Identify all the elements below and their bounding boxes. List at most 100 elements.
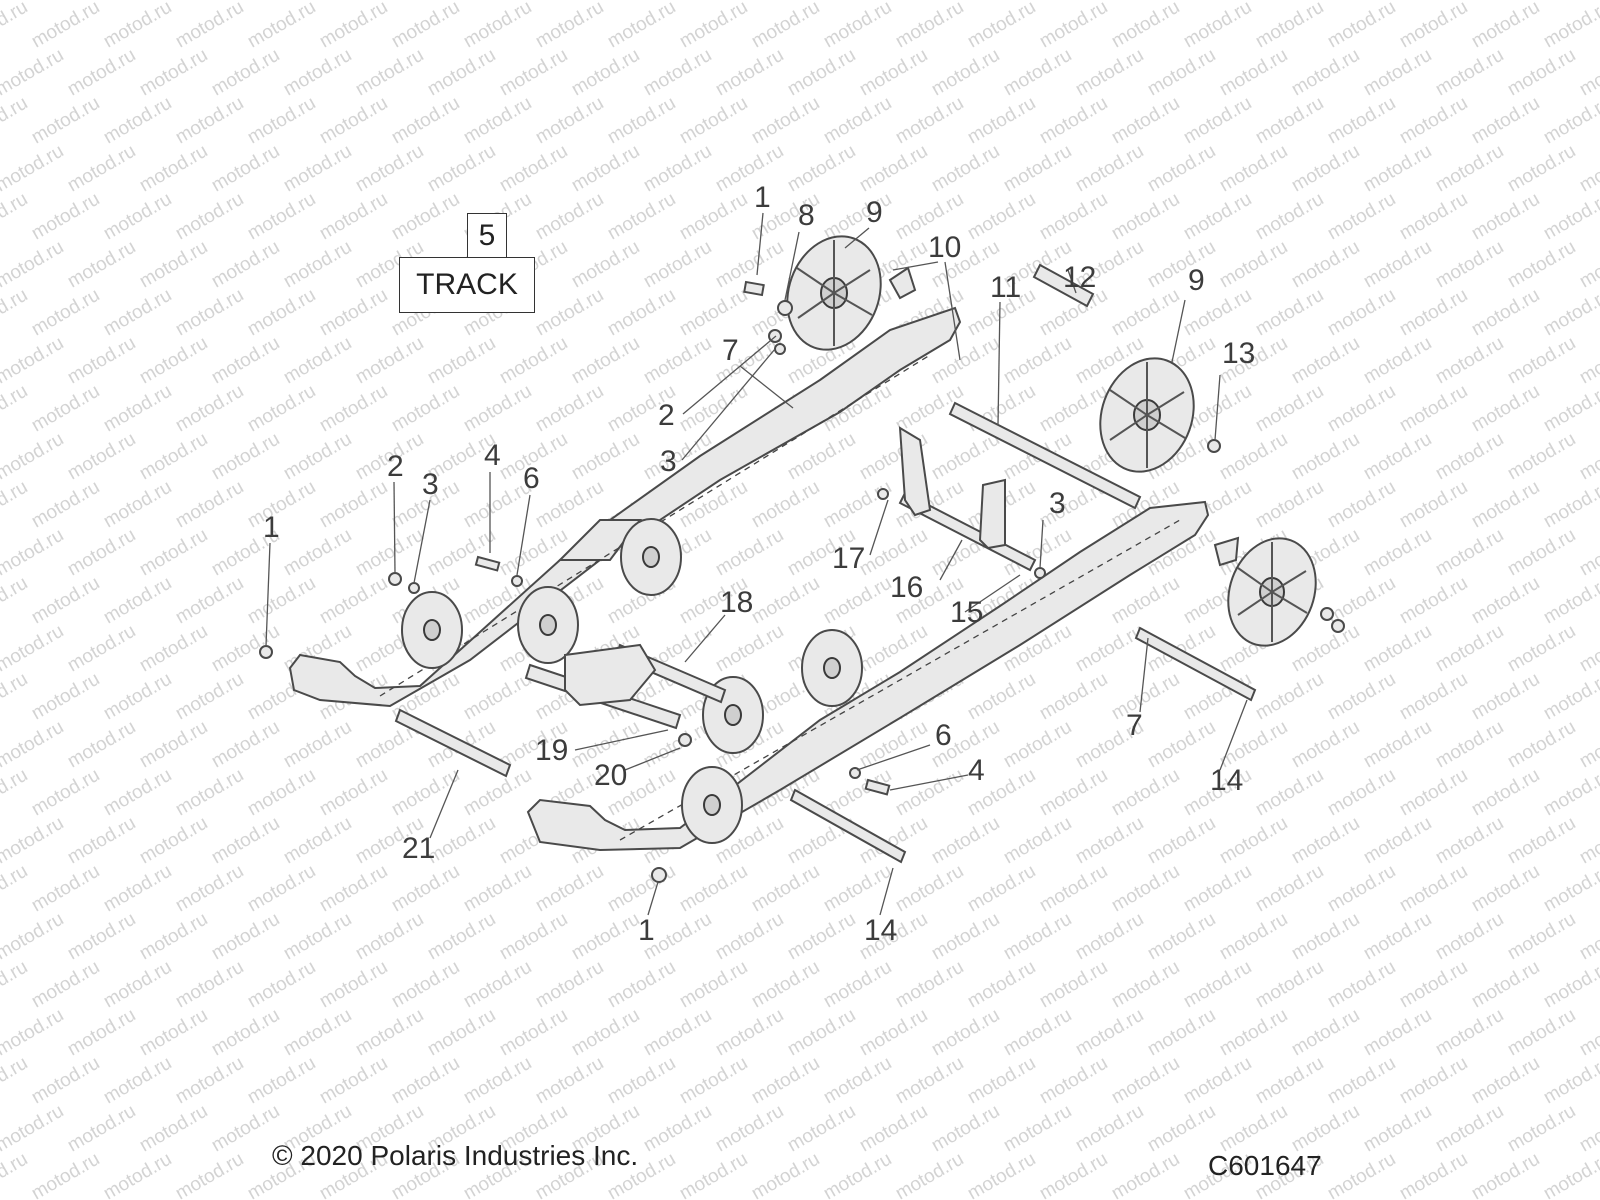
- watermark-text: motod.ru: [64, 141, 139, 197]
- watermark-text: motod.ru: [1324, 765, 1399, 821]
- watermark-text: motod.ru: [100, 573, 175, 629]
- watermark-text: motod.ru: [1000, 141, 1075, 197]
- watermark-text: motod.ru: [1324, 0, 1399, 52]
- watermark-text: motod.ru: [1576, 237, 1600, 293]
- watermark-text: motod.ru: [784, 1005, 859, 1061]
- watermark-text: motod.ru: [640, 1101, 715, 1157]
- watermark-text: motod.ru: [460, 93, 535, 149]
- watermark-text: motod.ru: [1180, 861, 1255, 917]
- watermark-text: motod.ru: [1360, 45, 1435, 101]
- watermark-text: motod.ru: [640, 1005, 715, 1061]
- watermark-text: motod.ru: [1180, 1053, 1255, 1109]
- watermark-text: motod.ru: [712, 525, 787, 581]
- watermark-text: motod.ru: [712, 45, 787, 101]
- watermark-text: motod.ru: [172, 957, 247, 1013]
- watermark-text: motod.ru: [568, 141, 643, 197]
- watermark-text: motod.ru: [100, 477, 175, 533]
- watermark-text: motod.ru: [1468, 957, 1543, 1013]
- watermark-text: motod.ru: [1504, 717, 1579, 773]
- watermark-text: motod.ru: [1540, 93, 1600, 149]
- watermark-text: motod.ru: [316, 93, 391, 149]
- watermark-text: motod.ru: [496, 141, 571, 197]
- watermark-text: motod.ru: [1036, 189, 1111, 245]
- watermark-text: motod.ru: [388, 381, 463, 437]
- watermark-text: motod.ru: [136, 429, 211, 485]
- watermark-text: motod.ru: [1576, 1005, 1600, 1061]
- watermark-text: motod.ru: [208, 0, 283, 4]
- watermark-text: motod.ru: [1432, 1005, 1507, 1061]
- watermark-text: motod.ru: [496, 1005, 571, 1061]
- watermark-text: motod.ru: [1360, 813, 1435, 869]
- callout-1-left: 1: [263, 511, 280, 544]
- watermark-text: motod.ru: [1360, 1101, 1435, 1157]
- watermark-text: motod.ru: [1360, 141, 1435, 197]
- watermark-text: motod.ru: [0, 45, 67, 101]
- watermark-text: motod.ru: [1468, 765, 1543, 821]
- watermark-text: motod.ru: [676, 1053, 751, 1109]
- watermark-text: motod.ru: [1072, 813, 1147, 869]
- watermark-text: motod.ru: [496, 909, 571, 965]
- watermark-text: motod.ru: [208, 45, 283, 101]
- watermark-text: motod.ru: [1252, 93, 1327, 149]
- watermark-text: motod.ru: [0, 1005, 67, 1061]
- watermark-text: motod.ru: [1252, 477, 1327, 533]
- watermark-text: motod.ru: [712, 0, 787, 4]
- watermark-text: motod.ru: [676, 0, 751, 52]
- watermark-text: motod.ru: [1396, 957, 1471, 1013]
- watermark-text: motod.ru: [28, 861, 103, 917]
- watermark-text: motod.ru: [1540, 957, 1600, 1013]
- watermark-text: motod.ru: [1180, 189, 1255, 245]
- watermark-text: motod.ru: [172, 93, 247, 149]
- callout-4-right: 4: [968, 754, 985, 787]
- watermark-text: motod.ru: [1396, 1149, 1471, 1200]
- watermark-text: motod.ru: [280, 525, 355, 581]
- callout-3-right: 3: [1049, 487, 1066, 520]
- watermark-text: motod.ru: [1468, 381, 1543, 437]
- watermark-text: motod.ru: [1144, 141, 1219, 197]
- watermark-text: motod.ru: [604, 285, 679, 341]
- watermark-text: motod.ru: [0, 573, 31, 629]
- watermark-text: motod.ru: [1540, 573, 1600, 629]
- watermark-text: motod.ru: [1324, 957, 1399, 1013]
- watermark-text: motod.ru: [1396, 189, 1471, 245]
- watermark-text: motod.ru: [748, 1149, 823, 1200]
- watermark-text: motod.ru: [1396, 861, 1471, 917]
- watermark-text: motod.ru: [1576, 621, 1600, 677]
- watermark-text: motod.ru: [100, 285, 175, 341]
- watermark-text: motod.ru: [280, 0, 355, 4]
- watermark-text: motod.ru: [244, 381, 319, 437]
- watermark-text: motod.ru: [892, 957, 967, 1013]
- watermark-text: motod.ru: [172, 0, 247, 52]
- watermark-text: motod.ru: [316, 381, 391, 437]
- watermark-text: motod.ru: [0, 909, 67, 965]
- watermark-text: motod.ru: [1360, 333, 1435, 389]
- watermark-text: motod.ru: [1540, 477, 1600, 533]
- watermark-text: motod.ru: [1360, 525, 1435, 581]
- watermark-text: motod.ru: [172, 861, 247, 917]
- watermark-text: motod.ru: [1576, 141, 1600, 197]
- watermark-text: motod.ru: [928, 0, 1003, 4]
- watermark-text: motod.ru: [136, 1005, 211, 1061]
- watermark-text: motod.ru: [208, 1005, 283, 1061]
- watermark-text: motod.ru: [964, 1149, 1039, 1200]
- watermark-text: motod.ru: [244, 189, 319, 245]
- watermark-text: motod.ru: [1072, 621, 1147, 677]
- watermark-text: motod.ru: [532, 0, 607, 52]
- watermark-text: motod.ru: [352, 141, 427, 197]
- watermark-text: motod.ru: [640, 141, 715, 197]
- callout-3: 3: [660, 445, 677, 478]
- watermark-text: motod.ru: [1288, 717, 1363, 773]
- watermark-text: motod.ru: [244, 0, 319, 52]
- watermark-text: motod.ru: [1576, 0, 1600, 4]
- watermark-text: motod.ru: [1468, 189, 1543, 245]
- watermark-text: motod.ru: [532, 957, 607, 1013]
- watermark-text: motod.ru: [1108, 669, 1183, 725]
- watermark-text: motod.ru: [1540, 1053, 1600, 1109]
- watermark-text: motod.ru: [1036, 1149, 1111, 1200]
- watermark-text: motod.ru: [856, 1101, 931, 1157]
- watermark-text: motod.ru: [640, 237, 715, 293]
- watermark-text: motod.ru: [100, 669, 175, 725]
- callout-13: 13: [1222, 337, 1255, 370]
- watermark-text: motod.ru: [28, 765, 103, 821]
- watermark-text: motod.ru: [1324, 1053, 1399, 1109]
